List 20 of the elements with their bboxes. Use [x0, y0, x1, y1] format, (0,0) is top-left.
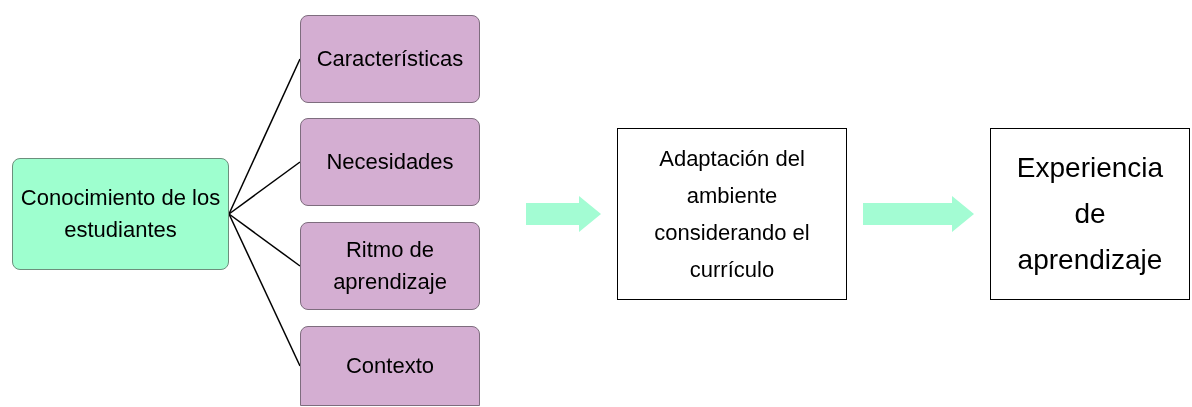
block-arrow [863, 196, 974, 232]
block-arrow [526, 196, 601, 232]
box-text: Características [316, 45, 464, 73]
start-box [12, 158, 229, 270]
connector-line [228, 58, 301, 215]
aspect-box [300, 118, 480, 206]
connector-line [228, 213, 301, 267]
box-text: Necesidades [326, 148, 454, 176]
aspect-box [300, 15, 480, 103]
connector-line [228, 213, 301, 367]
aspect-box [300, 222, 480, 310]
result-box [990, 128, 1190, 300]
connector-line [228, 161, 301, 215]
process-box [617, 128, 847, 300]
box-text: Conocimiento de los estudiantes [19, 184, 222, 244]
box-text: Ritmo de aprendizaje [332, 236, 448, 296]
box-text: Adaptación del ambiente considerando el currículo [653, 145, 811, 284]
box-text: Contexto [345, 352, 435, 380]
box-text: Experiencia de aprendizaje [1015, 151, 1165, 277]
aspect-box [300, 326, 480, 406]
